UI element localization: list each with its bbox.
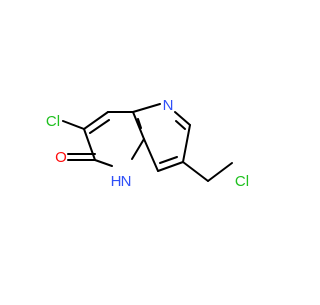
bond-ch2-cl (207, 162, 233, 182)
atom-label-amine-nitrogen: N (121, 173, 132, 190)
atom-labels: Cl O H N N Cl (46, 97, 249, 190)
bond-c4a-n5 (132, 103, 161, 113)
bond-c4a-c8a-inner (137, 118, 142, 129)
bond-c7-ch2 (182, 161, 209, 182)
bond-c8-c8a (143, 138, 159, 172)
bond-c3-c4-inner (89, 119, 110, 134)
bond-c7-c8-inner (159, 156, 178, 164)
atom-label-ring-nitrogen: N (163, 97, 174, 114)
bond-c7-c8 (157, 161, 184, 172)
bonds (62, 103, 233, 182)
bond-c6-c7 (182, 124, 191, 163)
atom-label-amine-hydrogen: H (111, 173, 122, 190)
molecule-structure-diagram: Cl O H N N Cl (46, 97, 249, 190)
bond-n5-c6-inner (175, 120, 186, 130)
atom-label-oxygen: O (55, 149, 67, 166)
atom-label-chlorine-ring: Cl (46, 113, 60, 130)
bond-c3-cl (62, 120, 85, 130)
bond-c8a-n1 (131, 138, 145, 160)
bond-c3-c4 (83, 111, 109, 130)
atom-label-chlorine-chain: Cl (235, 173, 249, 190)
structure-canvas: Cl O H N N Cl (46, 97, 249, 190)
bond-n5-c6 (174, 111, 191, 126)
bond-n1-c2 (94, 159, 113, 167)
bond-c4a-c8a (132, 111, 145, 140)
